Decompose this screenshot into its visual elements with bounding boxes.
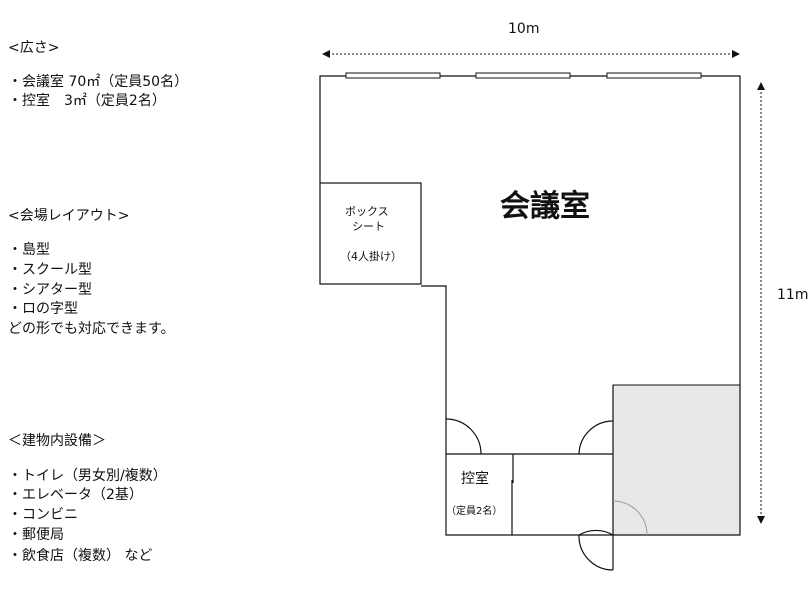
- waiting-room-label: 控室: [461, 471, 489, 487]
- width-label: 10m: [508, 21, 540, 37]
- main-room-label: 会議室: [500, 189, 590, 224]
- list-item: ・郵便局: [8, 527, 64, 543]
- door-arc: [578, 420, 614, 455]
- list-item: ・会議室 70㎡（定員50名）: [8, 74, 189, 90]
- list-item: ・島型: [8, 242, 50, 258]
- list-item: ・トイレ（男女別/複数）: [8, 468, 167, 484]
- list-item: ・飲食店（複数） など: [8, 548, 153, 564]
- walls: [319, 75, 741, 571]
- list-item: ・控室 3㎡（定員2名）: [8, 93, 166, 109]
- list-item: ・ロの字型: [8, 301, 78, 317]
- facilities-heading: ＜建物内設備＞: [8, 433, 106, 449]
- list-item: ・シアター型: [8, 282, 92, 298]
- height-label: 11m: [777, 287, 809, 303]
- list-item: ・コンビニ: [8, 507, 78, 523]
- list-item: ・エレベータ（2基）: [8, 487, 143, 503]
- box-seat-capacity: （4人掛け）: [340, 250, 402, 263]
- door-arc: [612, 500, 648, 536]
- gray-area: [612, 384, 741, 536]
- list-item: ・スクール型: [8, 262, 92, 278]
- door-arc: [445, 418, 482, 455]
- windows: [345, 72, 702, 79]
- box-seat-label: シート: [352, 220, 385, 233]
- box-seat-label: ボックス: [345, 205, 389, 218]
- area-heading: <広さ>: [8, 40, 60, 56]
- layout-note: どの形でも対応できます。: [8, 321, 175, 337]
- door-arc: [578, 529, 614, 571]
- waiting-room-capacity: （定員2名）: [446, 506, 503, 517]
- layout-heading: <会場レイアウト>: [8, 208, 130, 224]
- box-seat-area: [319, 182, 422, 285]
